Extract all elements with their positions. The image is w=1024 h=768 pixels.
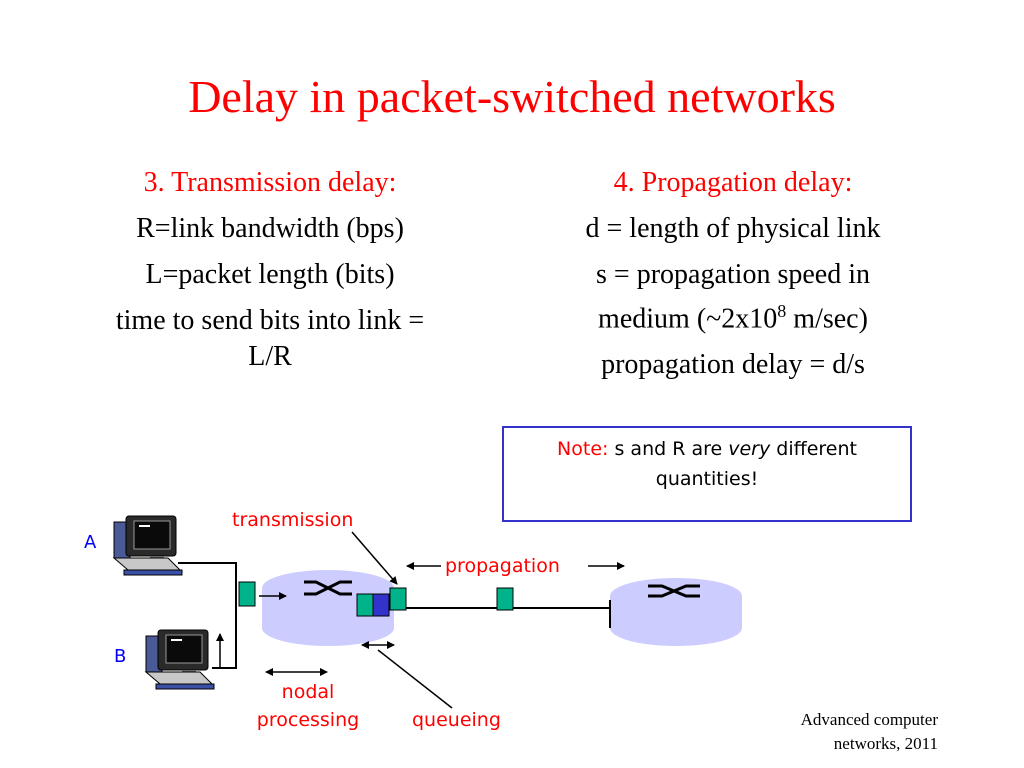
packet-length-definition: L=packet length (bits) — [145, 259, 395, 290]
note-box: Note: s and R are very different quantit… — [502, 426, 912, 522]
note-text: Note: s and R are very different quantit… — [504, 434, 910, 494]
host-a-label: A — [84, 532, 97, 553]
bandwidth-definition: R=link bandwidth (bps) — [136, 213, 404, 244]
propagation-delay-heading: 4. Propagation delay: — [613, 167, 853, 198]
transmission-label: transmission — [232, 509, 353, 531]
footer-line-1: Advanced computer — [800, 710, 938, 729]
transmission-delay-column: 3. Transmission delay: R=link bandwidth … — [70, 165, 470, 375]
host-a-computer-icon — [112, 515, 183, 576]
queued-packet-1 — [356, 593, 374, 617]
note-emphasis: very — [728, 438, 771, 460]
note-text-c: quantities! — [655, 468, 759, 490]
note-label: Note: — [557, 438, 609, 460]
note-text-b: different — [770, 438, 857, 460]
access-link — [178, 562, 237, 669]
time-to-send-line: time to send bits into link = — [115, 305, 425, 336]
note-text-a: s and R are — [614, 438, 729, 460]
link-length-definition: d = length of physical link — [585, 213, 881, 244]
incoming-packet — [238, 581, 256, 607]
nodal-label: nodal — [282, 681, 335, 703]
transmission-delay-heading: 3. Transmission delay: — [143, 167, 397, 198]
router-2-icon — [610, 578, 742, 646]
propagating-packet — [496, 587, 514, 611]
queued-packet-2 — [372, 593, 390, 617]
propagation-delay-column: 4. Propagation delay: d = length of phys… — [533, 165, 933, 383]
slide-title: Delay in packet-switched networks — [188, 71, 836, 122]
propagation-label: propagation — [445, 555, 560, 577]
speed-exponent: 8 — [777, 301, 787, 321]
speed-unit: m/sec) — [786, 303, 868, 335]
transmitting-packet — [389, 587, 407, 611]
propagation-speed-line-1: s = propagation speed in — [596, 259, 870, 290]
queueing-label: queueing — [412, 709, 501, 731]
processing-label: processing — [257, 709, 359, 731]
host-b-label: B — [114, 646, 126, 667]
footer-line-2: networks, 2011 — [833, 734, 938, 753]
l-over-r-formula: L/R — [248, 341, 292, 372]
speed-value: medium (~2x10 — [598, 303, 778, 335]
propagation-speed-line-2: medium (~2x108 m/sec) — [533, 293, 933, 337]
transmission-arrow — [351, 531, 398, 585]
queueing-pointer-line — [377, 649, 453, 709]
host-b-computer-icon — [144, 629, 215, 690]
footer-course-label: Advanced computer networks, 2011 — [801, 708, 938, 756]
propagation-delay-formula: propagation delay = d/s — [601, 349, 865, 381]
